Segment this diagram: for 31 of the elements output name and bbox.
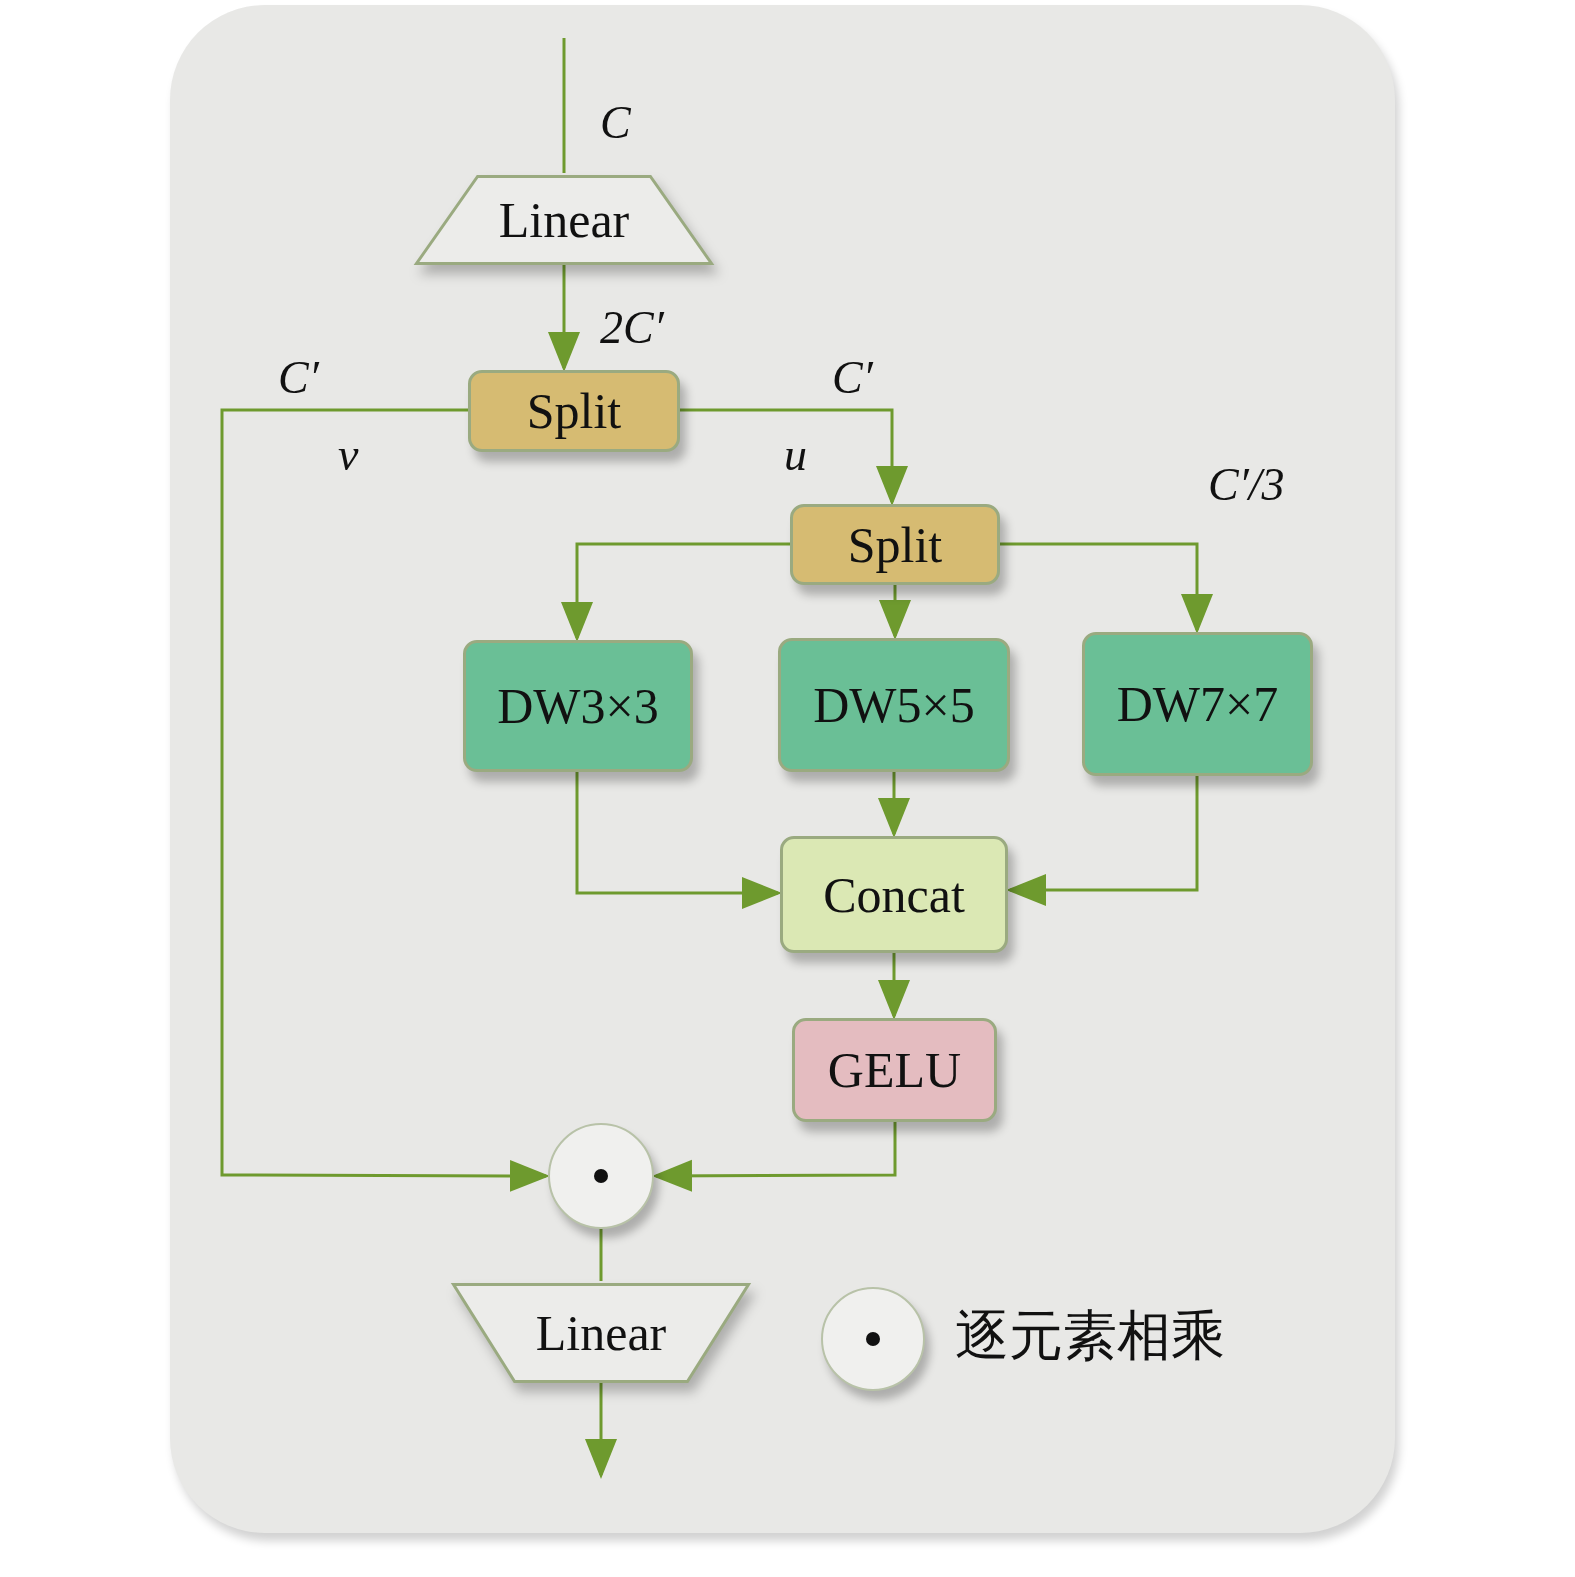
arrow bbox=[561, 542, 790, 642]
process-box: DW5×5 bbox=[778, 638, 1010, 772]
arrow bbox=[1006, 776, 1199, 906]
arrow bbox=[652, 1122, 897, 1192]
arrow bbox=[548, 265, 580, 372]
edge-label: C bbox=[600, 100, 631, 146]
edge-label: 2C′ bbox=[600, 305, 664, 351]
arrow bbox=[1000, 542, 1213, 634]
linear-trapezoid: Linear bbox=[415, 175, 713, 265]
arrow bbox=[878, 953, 910, 1020]
process-box: Split bbox=[790, 504, 1000, 585]
arrow bbox=[878, 772, 910, 838]
legend-text: 逐元素相乘 bbox=[955, 1309, 1225, 1363]
process-box: Concat bbox=[780, 836, 1008, 953]
edge-label: C′ bbox=[278, 355, 319, 401]
process-box: Split bbox=[468, 370, 680, 452]
arrow bbox=[879, 585, 911, 640]
linear-trapezoid: Linear bbox=[452, 1283, 750, 1383]
edge-label: C′ bbox=[832, 355, 873, 401]
arrow bbox=[575, 772, 782, 909]
edge-label: C′/3 bbox=[1208, 462, 1285, 508]
process-box: DW3×3 bbox=[463, 640, 693, 772]
process-box: GELU bbox=[792, 1018, 997, 1122]
connector-line bbox=[562, 38, 566, 173]
branch-label: v bbox=[338, 432, 359, 478]
branch-label: u bbox=[784, 432, 807, 478]
arrow bbox=[220, 408, 550, 1192]
arrow bbox=[585, 1383, 617, 1479]
arrow bbox=[680, 408, 908, 506]
process-box: DW7×7 bbox=[1082, 632, 1313, 776]
connector-line bbox=[599, 1229, 603, 1281]
